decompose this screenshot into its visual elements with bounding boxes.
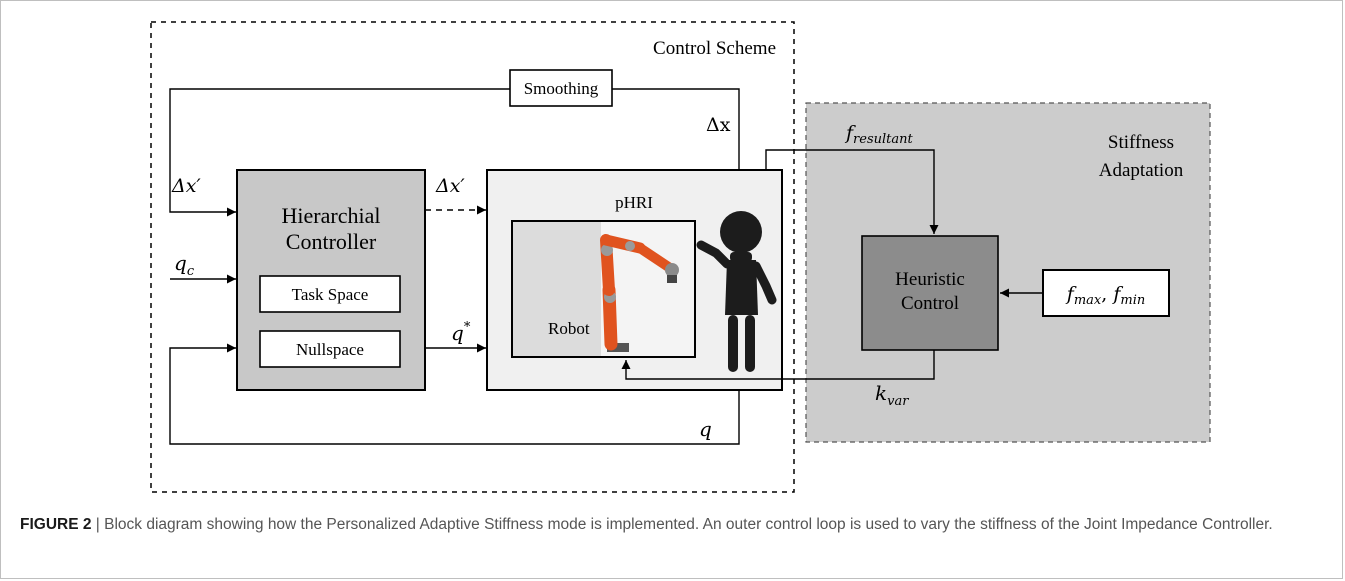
caption-separator: | [91, 516, 105, 533]
smoothing-label: Smoothing [524, 79, 599, 98]
force-limits-block [1042, 269, 1170, 317]
qc-label: qc [174, 251, 195, 279]
smoothing-feedback-line [169, 88, 740, 212]
caption-text: Block diagram showing how the Personaliz… [104, 516, 1273, 533]
f-resultant-label: fresultant [844, 122, 914, 147]
delta-x-label: Δx [706, 114, 731, 136]
nullspace-block [259, 330, 401, 368]
stiffness-title-line1: Stiffness [1108, 132, 1174, 153]
q-label: q [699, 417, 712, 441]
q-star-label: q* [451, 320, 471, 345]
force-limits-label: fmax, fmin [1065, 283, 1145, 308]
task-space-block [259, 275, 401, 313]
human-figure-icon [696, 211, 777, 372]
heuristic-label-line2: Control [901, 293, 959, 314]
f-resultant-line [765, 149, 939, 234]
stiffness-title-line2: Adaptation [1099, 160, 1184, 181]
delta-x-prime-input-label: Δx′ [171, 175, 201, 197]
controller-title-line1: Hierarchial [282, 203, 381, 228]
heuristic-control-block [861, 235, 999, 351]
smoothing-block [509, 69, 613, 107]
caption-label: FIGURE 2 [20, 516, 92, 533]
robot-arm-illustration [600, 234, 679, 352]
robot-label: Robot [548, 319, 590, 338]
controller-title-line2: Controller [286, 229, 377, 254]
figure-caption: FIGURE 2 | Block diagram showing how the… [20, 513, 1320, 537]
q-feedback-line [169, 343, 740, 445]
phri-label: pHRI [615, 193, 653, 212]
task-space-label: Task Space [292, 285, 369, 304]
block-diagram: Control Scheme Stiffness Adaptation Smoo… [150, 21, 1211, 493]
control-scheme-boundary [150, 21, 795, 493]
nullspace-label: Nullspace [296, 340, 364, 359]
control-scheme-title: Control Scheme [653, 38, 776, 59]
delta-x-prime-output-label: Δx′ [435, 175, 465, 197]
k-var-line [621, 350, 935, 380]
heuristic-label-line1: Heuristic [895, 269, 965, 290]
k-var-label: kvar [875, 381, 909, 409]
